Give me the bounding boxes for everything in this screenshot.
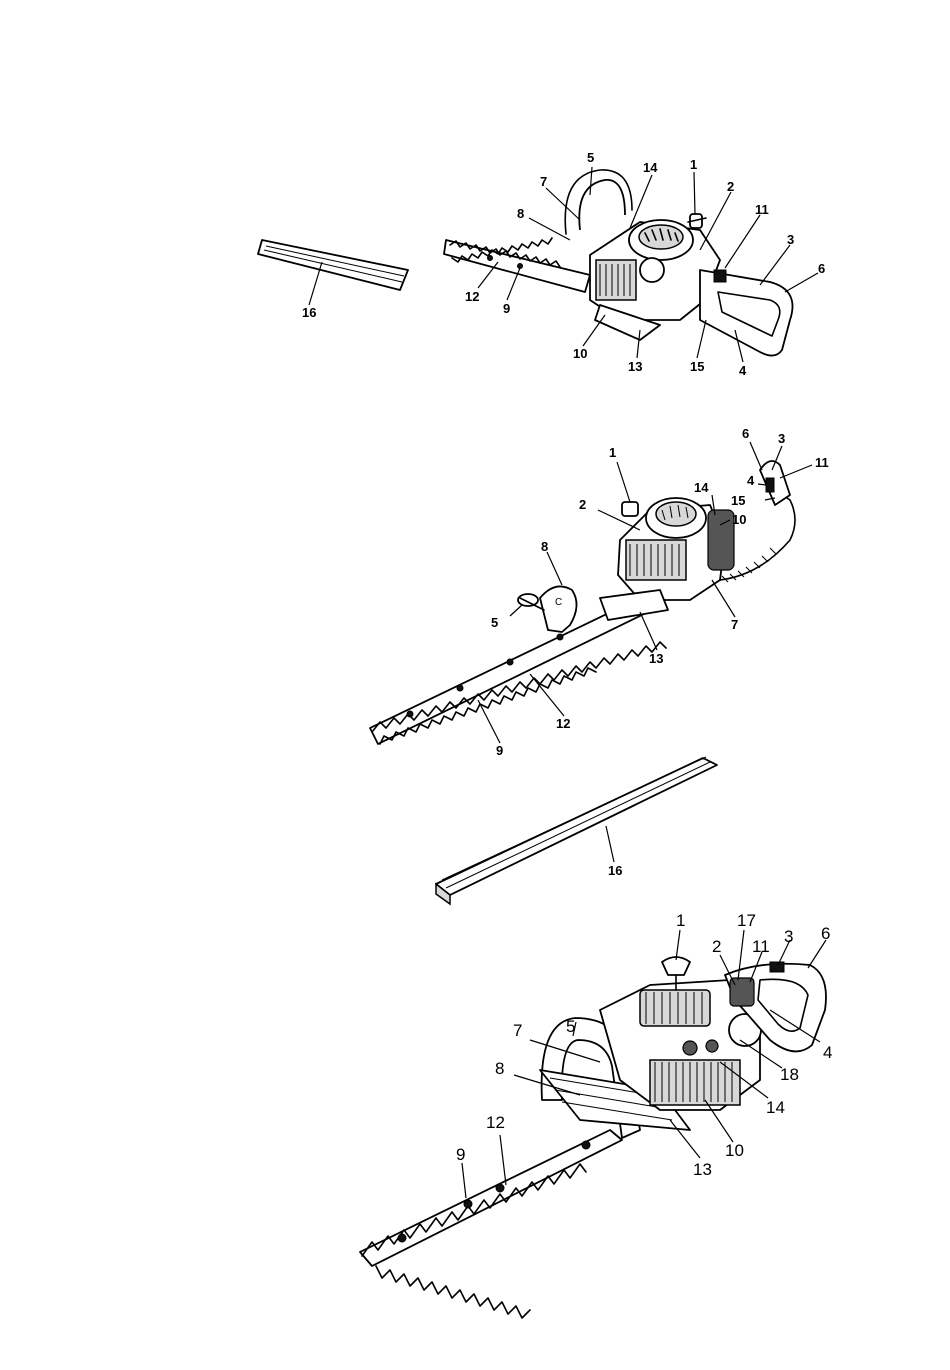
label-fig3-14: 14 [766, 1099, 785, 1117]
label-fig1-6: 6 [818, 262, 825, 276]
label-fig2-13: 13 [649, 652, 663, 666]
label-fig1-10: 10 [573, 347, 587, 361]
label-fig1-11: 11 [755, 203, 769, 217]
label-fig2-2: 2 [579, 498, 586, 512]
label-fig3-12: 12 [486, 1114, 505, 1132]
label-fig3-10: 10 [725, 1142, 744, 1160]
label-fig3-9: 9 [456, 1146, 465, 1164]
label-fig3-3: 3 [784, 928, 793, 946]
label-fig3-18: 18 [780, 1066, 799, 1084]
label-fig1-1: 1 [690, 158, 697, 172]
label-fig3-6: 6 [821, 925, 830, 943]
label-fig3-2: 2 [712, 938, 721, 956]
label-fig3-4: 4 [823, 1044, 832, 1062]
label-fig3-7: 7 [513, 1022, 522, 1040]
label-fig3-8: 8 [495, 1060, 504, 1078]
label-fig1-14: 14 [643, 161, 657, 175]
label-fig3-17: 17 [737, 912, 756, 930]
label-fig2-3: 3 [778, 432, 785, 446]
label-fig1-3: 3 [787, 233, 794, 247]
label-fig2-9: 9 [496, 744, 503, 758]
label-fig2-12: 12 [556, 717, 570, 731]
label-fig1-7: 7 [540, 175, 547, 189]
label-fig2-4: 4 [747, 474, 754, 488]
blade-1 [444, 238, 590, 292]
label-fig1-2: 2 [727, 180, 734, 194]
label-fig2-10: 10 [732, 513, 746, 527]
label-fig2-5: 5 [491, 616, 498, 630]
label-fig1-15: 15 [690, 360, 704, 374]
label-fig3-1: 1 [676, 912, 685, 930]
engine-body-1 [565, 170, 792, 356]
label-fig1-4: 4 [739, 364, 746, 378]
label-fig1-16: 16 [302, 306, 316, 320]
label-fig2-8: 8 [541, 540, 548, 554]
label-fig3-13: 13 [693, 1161, 712, 1179]
label-fig2-1: 1 [609, 446, 616, 460]
label-fig2-6: 6 [742, 427, 749, 441]
label-fig2-7: 7 [731, 618, 738, 632]
label-fig3-5: 5 [566, 1018, 575, 1036]
label-fig1-13: 13 [628, 360, 642, 374]
label-fig1-12: 12 [465, 290, 479, 304]
label-fig3-11: 11 [752, 938, 770, 956]
label-fig1-9: 9 [503, 302, 510, 316]
label-fig2-14: 14 [694, 481, 708, 495]
label-fig1-8: 8 [517, 207, 524, 221]
label-fig2-15: 15 [731, 494, 745, 508]
blade-guard-1 [258, 240, 408, 290]
label-fig2-16: 16 [608, 864, 622, 878]
label-fig1-5: 5 [587, 151, 594, 165]
label-fig2-11: 11 [815, 456, 829, 470]
